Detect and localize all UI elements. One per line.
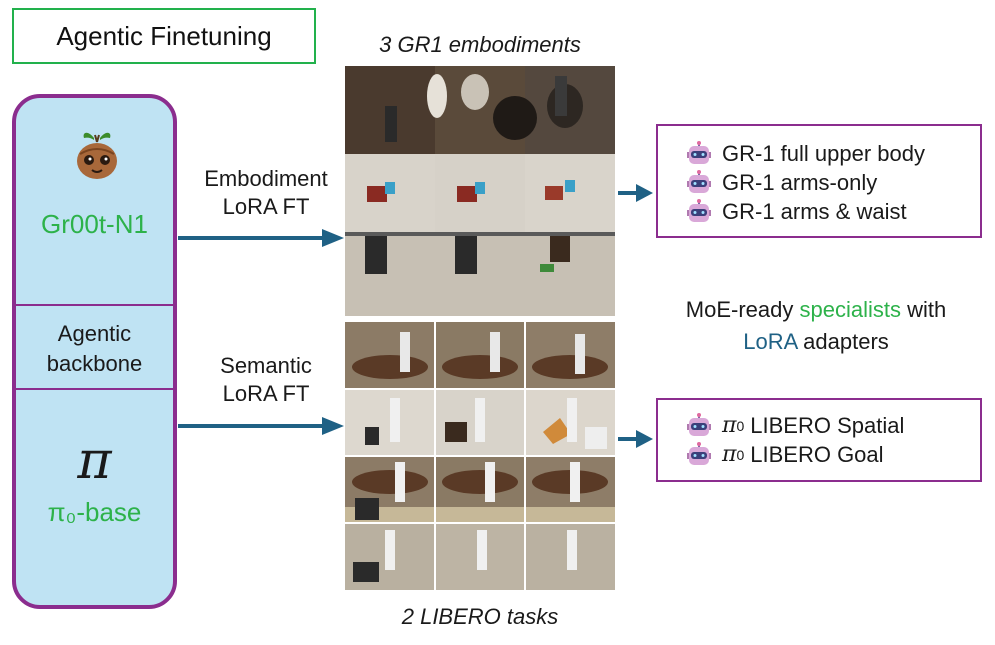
backbone-divider-top: [16, 304, 173, 306]
gr1-caption: 3 GR1 embodiments: [379, 32, 581, 57]
gr1-specialist-label: GR-1 arms-only: [722, 169, 878, 195]
gr1-specialist-label: GR-1 arms & waist: [722, 198, 907, 224]
semantic-arrow-label-1: Semantic: [220, 353, 312, 378]
gr1-scene-bottom: [345, 154, 615, 316]
gr1-specialists-box: GR-1 full upper body GR-1 arms-only GR-1…: [656, 124, 982, 238]
robot-head-icon: [687, 140, 711, 164]
gr00t-n1-label: Gr00t-N1: [41, 209, 148, 239]
semantic-arrow-label-2: LoRA FT: [222, 381, 310, 406]
gr1-specialist-item: GR-1 arms-only: [686, 168, 980, 197]
gr1-specialist-item: GR-1 full upper body: [686, 139, 980, 168]
backbone-divider-bottom: [16, 388, 173, 390]
agentic-backbone-panel: Gr00t-N1 Agentic backbone π π₀-base: [12, 94, 177, 609]
embodiment-arrow-label-2: LoRA FT: [222, 194, 310, 219]
diagram-title-text: Agentic Finetuning: [56, 20, 272, 51]
moe-note-text: adapters: [797, 329, 889, 354]
semantic-arrow-icon: [178, 417, 344, 435]
pi-symbol: π: [77, 431, 112, 491]
libero-scenes: [345, 322, 615, 590]
lora-highlight: LoRA: [743, 329, 798, 354]
gr1-scene-top: [345, 66, 615, 154]
moe-note-text: with: [900, 297, 947, 322]
libero-task-image: [345, 322, 615, 590]
gr1-embodiment-image: [345, 66, 615, 316]
pi-subscript: 0: [736, 446, 745, 463]
agentic-label: Agentic: [57, 321, 132, 346]
embodiment-arrow-label-1: Embodiment: [204, 166, 328, 191]
moe-note-text: MoE-ready: [685, 297, 800, 322]
pi-prefix: π: [722, 442, 737, 467]
diagram-title: Agentic Finetuning: [12, 8, 316, 64]
robot-head-icon: [687, 412, 711, 436]
gr1-specialist-label: GR-1 full upper body: [722, 140, 925, 166]
embodiment-arrow-icon: [178, 229, 344, 247]
moe-note-line-2: LoRA adapters: [640, 326, 992, 358]
pi-prefix: π: [722, 413, 737, 438]
moe-note-line-1: MoE-ready specialists with: [640, 294, 992, 326]
groot-face-icon: [77, 132, 117, 179]
pi0-base-label: π₀-base: [47, 497, 142, 527]
robot-head-icon: [687, 198, 711, 222]
pi-subscript: 0: [736, 417, 745, 434]
libero-specialist-label: LIBERO Goal: [750, 441, 884, 467]
moe-note: MoE-ready specialists with LoRA adapters: [640, 294, 992, 358]
specialists-highlight: specialists: [799, 297, 901, 322]
libero-specialist-label: LIBERO Spatial: [750, 412, 905, 438]
robot-head-icon: [687, 441, 711, 465]
gr1-specialist-item: GR-1 arms & waist: [686, 197, 980, 226]
libero-output-arrow-icon: [618, 430, 653, 448]
libero-caption: 2 LIBERO tasks: [401, 604, 559, 629]
robot-head-icon: [687, 169, 711, 193]
backbone-label: backbone: [46, 351, 143, 376]
gr1-output-arrow-icon: [618, 184, 653, 202]
